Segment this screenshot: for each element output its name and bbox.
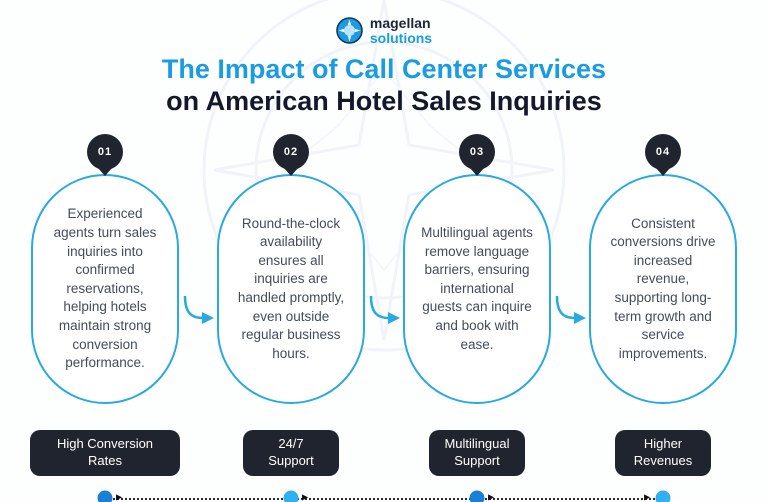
- step-3-number: 03: [469, 146, 485, 159]
- compass-icon: [336, 17, 363, 44]
- timeline-dot: [469, 490, 485, 502]
- timeline-point-4: ▶: [588, 486, 738, 502]
- label-cell-4: Higher Revenues: [588, 430, 738, 476]
- arrow-right-icon: [366, 296, 402, 328]
- label-higher-revenues: Higher Revenues: [615, 430, 711, 476]
- step-1-number: 01: [97, 146, 113, 159]
- timeline-dot: [283, 490, 299, 502]
- step-2-badge: 02: [273, 134, 309, 171]
- title-line-2: on American Hotel Sales Inquiries: [166, 86, 602, 117]
- step-3-text: Multilingual agents remove language barr…: [421, 224, 533, 352]
- page-title: The Impact of Call Center Services on Am…: [0, 54, 768, 118]
- timeline: ▶ ▶ ▶ ▶: [0, 486, 768, 502]
- timeline-dot: [655, 490, 671, 502]
- step-1: 01 Experienced agents turn sales inquiri…: [30, 134, 180, 405]
- step-4: 04 Consistent conversions drive increase…: [588, 134, 738, 405]
- step-3-capsule: Multilingual agents remove language barr…: [403, 174, 551, 405]
- label-multilingual-support: Multilingual Support: [429, 430, 525, 476]
- label-cell-1: High Conversion Rates: [30, 430, 180, 476]
- step-2-text: Round-the-clock availability ensures all…: [237, 215, 345, 361]
- step-4-capsule: Consistent conversions drive increased r…: [589, 174, 737, 405]
- step-1-text: Experienced agents turn sales inquiries …: [53, 206, 157, 371]
- step-4-badge: 04: [645, 134, 681, 171]
- step-3: 03 Multilingual agents remove language b…: [402, 134, 552, 405]
- arrowhead-icon: ▶: [302, 492, 309, 502]
- timeline-point-1: ▶: [30, 486, 180, 502]
- step-1-badge: 01: [87, 134, 123, 171]
- label-24-7-support: 24/7 Support: [243, 430, 339, 476]
- compass-watermark-icon: [202, 0, 566, 352]
- label-cell-2: 24/7 Support: [216, 430, 366, 476]
- logo-text: magellan solutions: [370, 16, 432, 45]
- arrow-right-icon: [180, 296, 216, 328]
- label-high-conversion-rates: High Conversion Rates: [30, 430, 180, 476]
- step-3-badge: 03: [459, 134, 495, 171]
- magellan-solutions-logo: magellan solutions: [336, 16, 432, 45]
- logo-word-solutions: solutions: [369, 29, 433, 46]
- step-2-number: 02: [283, 146, 299, 159]
- title-line-1: The Impact of Call Center Services: [161, 54, 607, 85]
- arrow-right-icon: [552, 296, 588, 328]
- label-cell-3: Multilingual Support: [402, 430, 552, 476]
- header: magellan solutions: [0, 0, 768, 45]
- arrowhead-icon: ▶: [116, 492, 123, 502]
- step-1-capsule: Experienced agents turn sales inquiries …: [31, 174, 179, 405]
- timeline-dot: [97, 490, 113, 502]
- arrowhead-icon: ▶: [644, 492, 651, 502]
- step-4-number: 04: [655, 146, 671, 159]
- labels-row: High Conversion Rates 24/7 Support Multi…: [0, 430, 768, 476]
- arrowhead-icon: ▶: [488, 492, 495, 502]
- timeline-point-3: ▶: [402, 486, 552, 502]
- step-4-text: Consistent conversions drive increased r…: [610, 215, 716, 361]
- timeline-dotted-line: [105, 497, 663, 500]
- step-2: 02 Round-the-clock availability ensures …: [216, 134, 366, 405]
- step-2-capsule: Round-the-clock availability ensures all…: [217, 174, 365, 405]
- timeline-point-2: ▶: [216, 486, 366, 502]
- logo-word-magellan: magellan: [369, 15, 431, 31]
- steps-row: 01 Experienced agents turn sales inquiri…: [0, 134, 768, 405]
